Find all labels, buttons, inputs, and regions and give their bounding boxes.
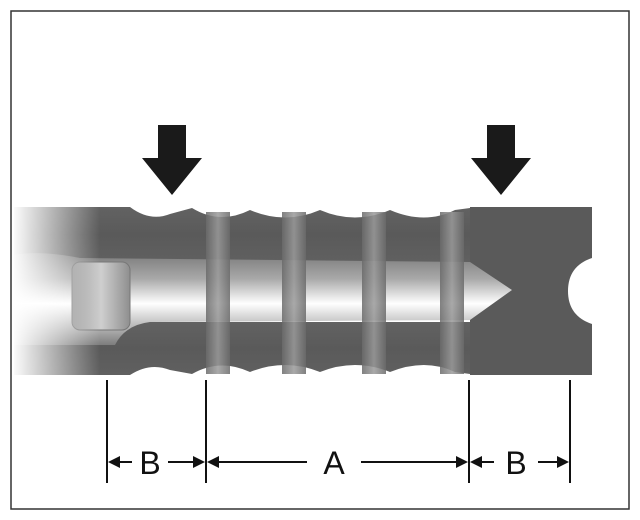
rib-4 bbox=[440, 212, 464, 374]
rib-group bbox=[206, 212, 464, 374]
dimension-label-b-right: B bbox=[505, 445, 526, 481]
arrow-down-icon bbox=[471, 125, 531, 195]
rib-2 bbox=[282, 212, 306, 374]
left-fade bbox=[12, 200, 172, 380]
dimension-arrows bbox=[108, 456, 569, 468]
dimension-lines bbox=[106, 380, 571, 483]
rib-1 bbox=[206, 212, 230, 374]
arrow-down-icon bbox=[142, 125, 202, 195]
end-notch bbox=[568, 258, 592, 324]
dimension-label-b-left: B bbox=[139, 445, 160, 481]
rib-3 bbox=[362, 212, 386, 374]
dimension-label-a: A bbox=[323, 445, 345, 481]
